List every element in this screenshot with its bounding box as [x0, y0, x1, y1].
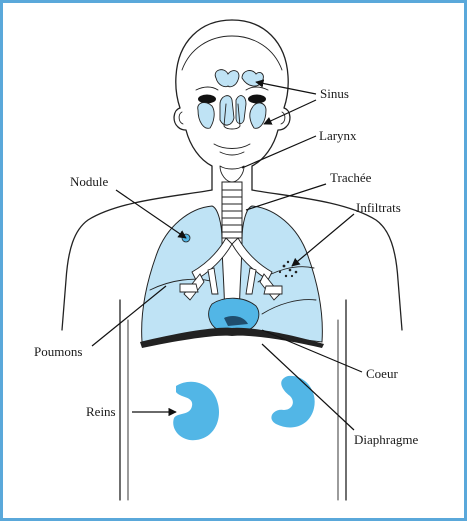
- face: [196, 70, 268, 182]
- label-coeur: Coeur: [366, 366, 398, 381]
- trachea: [222, 182, 242, 238]
- right-kidney: [271, 376, 314, 428]
- label-poumons: Poumons: [34, 344, 82, 359]
- right-eye-icon: [248, 95, 266, 104]
- label-sinus: Sinus: [320, 86, 349, 101]
- label-larynx: Larynx: [319, 128, 357, 143]
- label-nodule: Nodule: [70, 174, 109, 189]
- left-eye-icon: [198, 95, 216, 104]
- left-kidney: [173, 382, 219, 441]
- label-diaphragme: Diaphragme: [354, 432, 418, 447]
- labels: Sinus Larynx Trachée Nodule Infiltrats P…: [34, 86, 418, 447]
- label-trachee: Trachée: [330, 170, 372, 185]
- label-reins: Reins: [86, 404, 116, 419]
- label-infiltrats: Infiltrats: [356, 200, 401, 215]
